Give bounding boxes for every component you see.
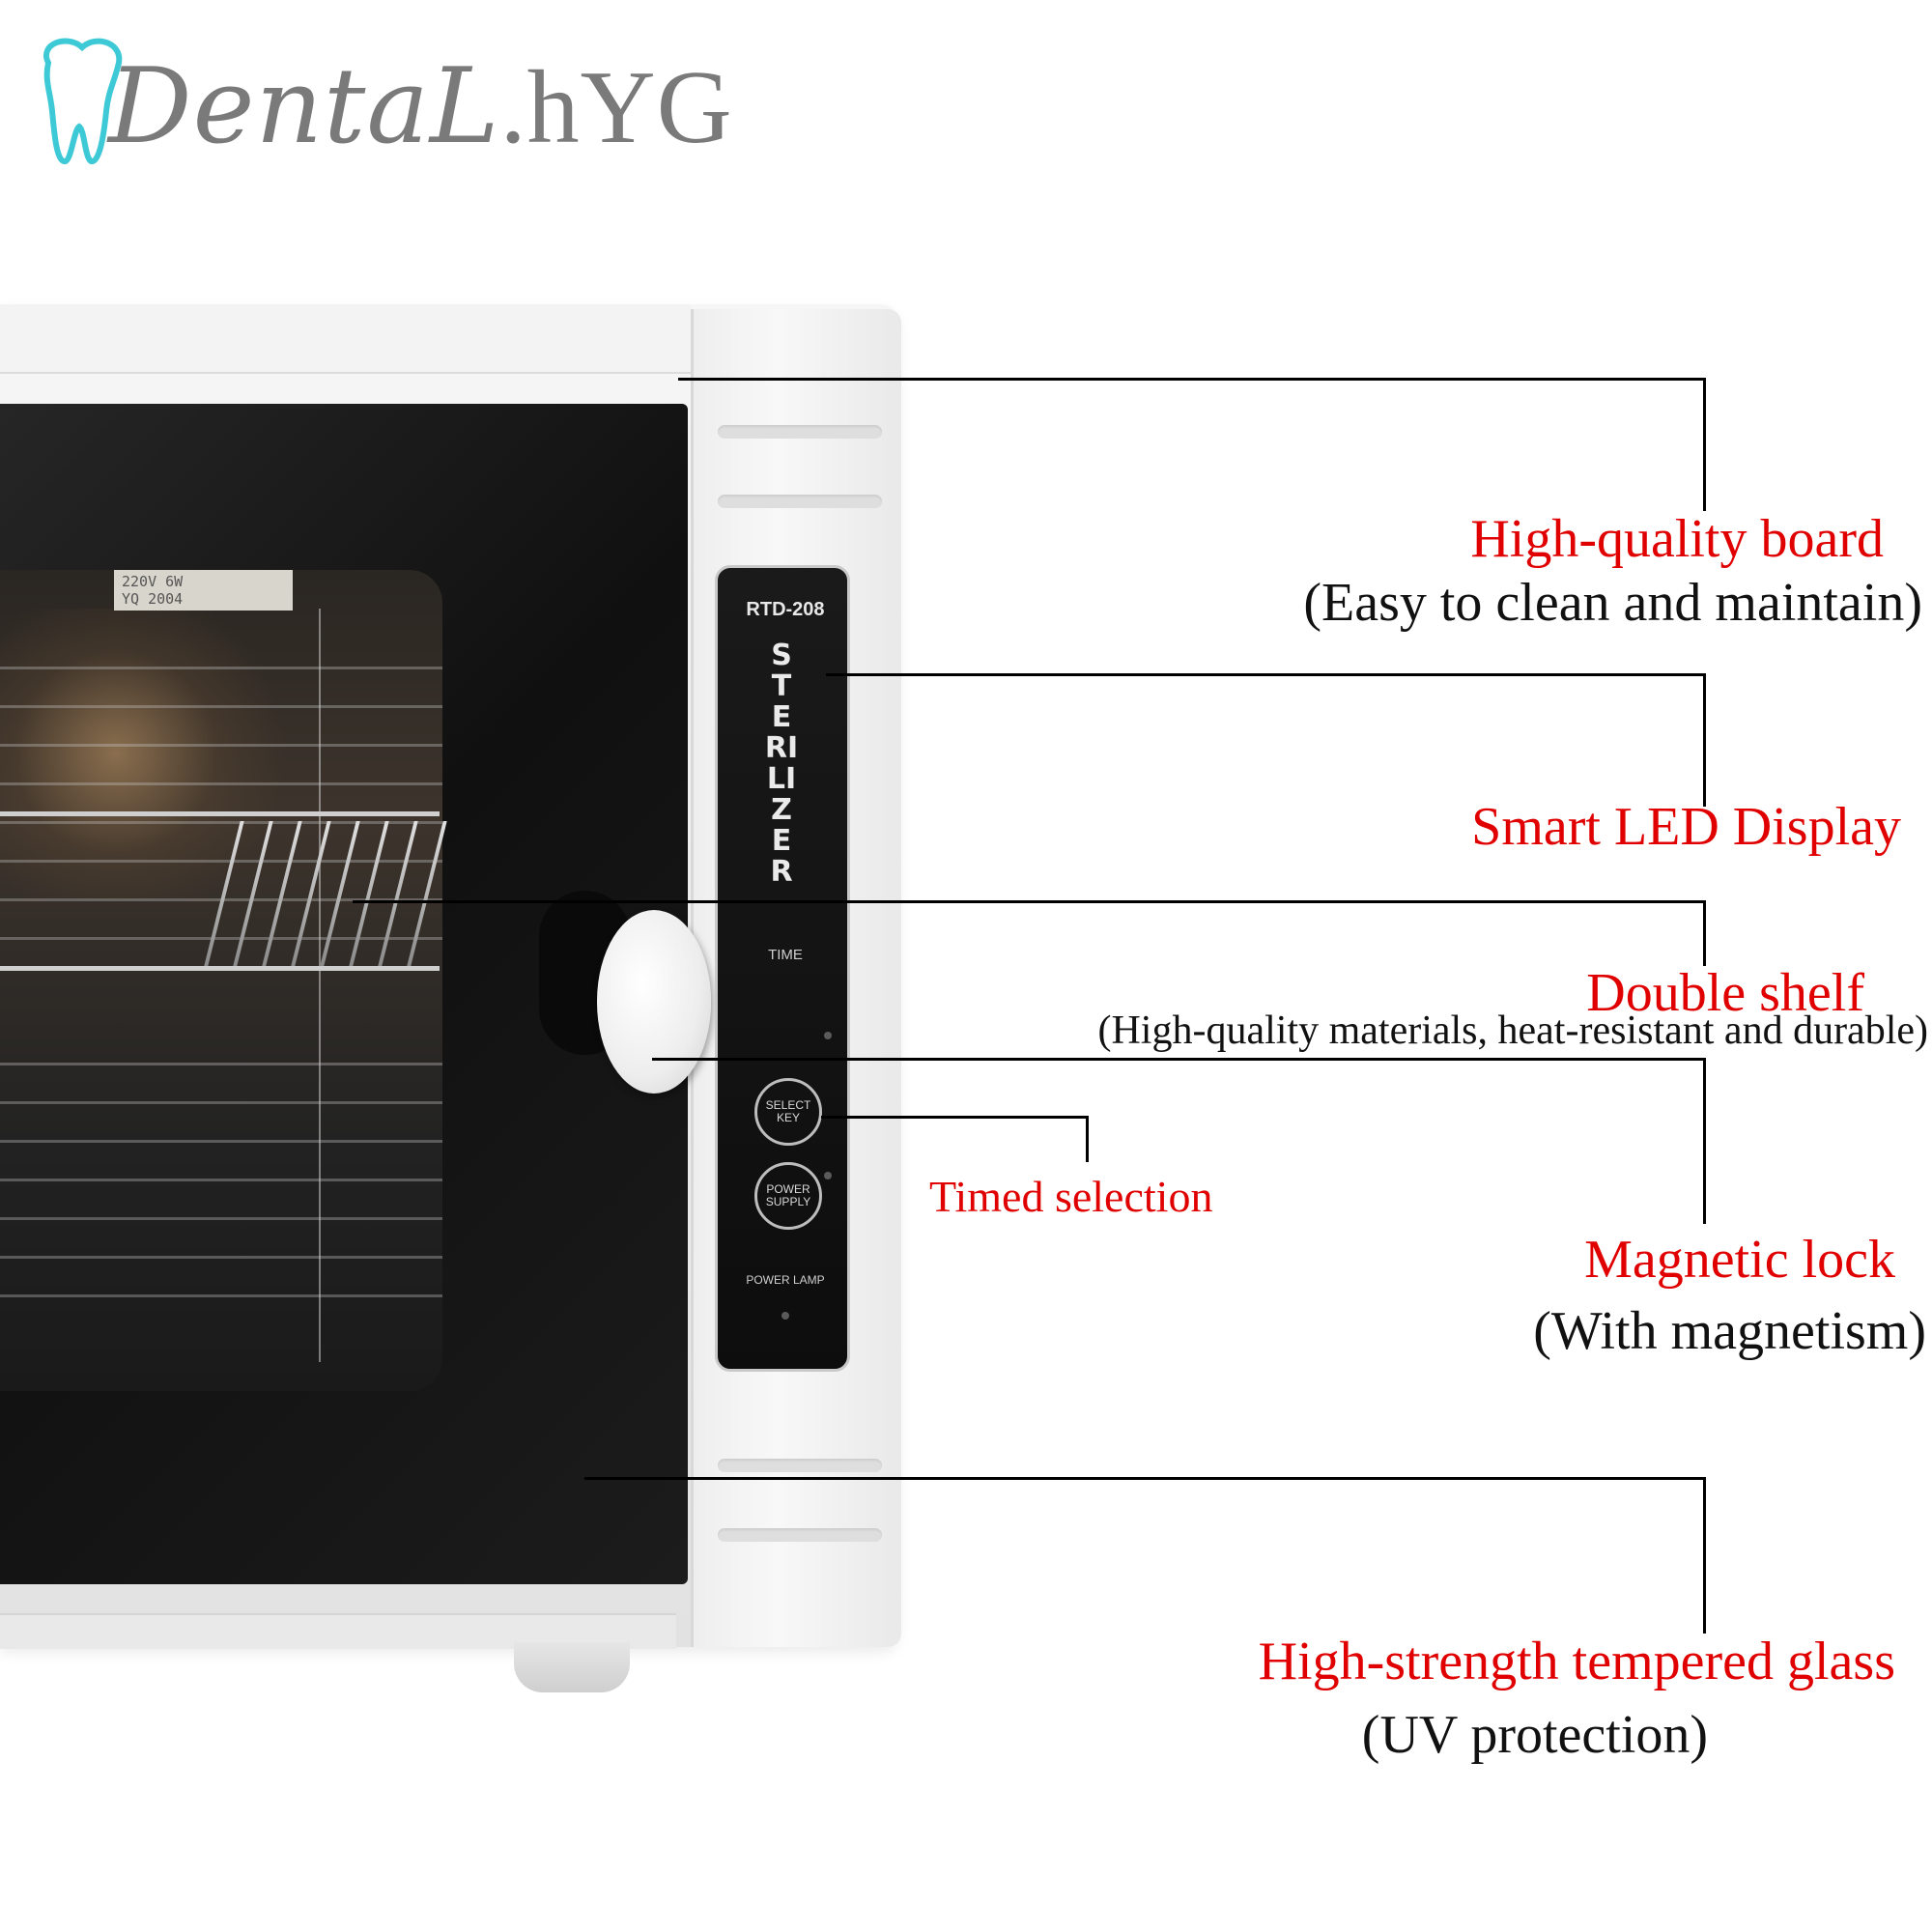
shelf-leader-drop	[1703, 900, 1706, 966]
sterilizer-vertical-label: STERILIZER	[764, 639, 799, 889]
shelf-callout-title: Double shelf	[1586, 963, 1864, 1023]
glass-stripe	[0, 1294, 442, 1297]
glass-stripe	[0, 937, 442, 940]
timed-callout-title: Timed selection	[929, 1172, 1213, 1221]
rack-rail	[0, 966, 440, 971]
select-key-button: SELECT KEY	[754, 1078, 822, 1146]
select-indicator-dot	[824, 1172, 832, 1179]
glass-stripe	[0, 705, 442, 708]
glass-leader-drop	[1703, 1477, 1706, 1634]
led-leader-line	[826, 673, 1706, 676]
led-leader-drop	[1703, 673, 1706, 807]
cabinet-top-board	[0, 304, 691, 374]
glass-stripe	[0, 821, 442, 824]
timed-leader-drop	[1086, 1116, 1089, 1162]
glass-callout-subtitle: (UV protection)	[1361, 1705, 1708, 1765]
power-supply-button: POWER SUPPLY	[754, 1162, 822, 1230]
glass-stripe	[0, 860, 442, 863]
brand-logo: DentaL.hYG	[29, 34, 732, 188]
vent-slot	[718, 1528, 882, 1542]
lock-leader-drop	[1703, 1058, 1706, 1224]
control-panel: RTD-208 STERILIZER TIME SELECT KEY POWER…	[715, 565, 850, 1372]
cabinet-foot	[514, 1642, 630, 1692]
lamp-sticker: 220V 6W YQ 2004	[114, 570, 293, 611]
glass-stripe	[0, 782, 442, 785]
shelf-callout-subtitle: (High-quality materials, heat-resistant …	[1097, 1009, 1928, 1053]
board-leader-drop	[1703, 378, 1706, 511]
glass-callout-title: High-strength tempered glass	[1258, 1632, 1895, 1691]
power-lamp-indicator	[781, 1312, 789, 1320]
board-callout-title: High-quality board	[1470, 509, 1884, 569]
lock-leader-line	[652, 1058, 1706, 1061]
led-callout-title: Smart LED Display	[1471, 797, 1901, 857]
glass-stripe	[0, 1217, 442, 1220]
lamp-sticker-line1: 220V 6W	[122, 573, 184, 590]
window-reflection	[319, 609, 321, 1362]
select-key-label: SELECT KEY	[765, 1098, 811, 1124]
vent-slot	[718, 495, 882, 508]
board-callout-subtitle: (Easy to clean and maintain)	[1303, 573, 1922, 633]
lock-callout-subtitle: (With magnetism)	[1533, 1301, 1926, 1361]
door-window: 220V 6W YQ 2004	[0, 570, 442, 1391]
power-lamp-label: POWER LAMP	[746, 1273, 825, 1287]
glass-stripe	[0, 1063, 442, 1065]
glass-stripe	[0, 1101, 442, 1104]
model-label: RTD-208	[746, 599, 825, 620]
time-label: TIME	[768, 947, 803, 963]
vent-slot	[718, 425, 882, 439]
lamp-sticker-line2: YQ 2004	[122, 590, 184, 608]
lamp-glow	[0, 609, 290, 898]
lock-callout-title: Magnetic lock	[1584, 1230, 1895, 1290]
brand-tail: .hYG	[499, 50, 733, 165]
shelf-leader-line	[353, 900, 1706, 903]
power-supply-label: POWER SUPPLY	[765, 1182, 811, 1208]
rack-rail	[0, 811, 440, 816]
vent-slot	[718, 1459, 882, 1472]
board-leader-line	[678, 378, 1706, 381]
brand-script: DentaL	[108, 46, 500, 167]
glass-stripe	[0, 1140, 442, 1143]
glass-stripe	[0, 744, 442, 747]
timed-leader-line	[821, 1116, 1089, 1119]
glass-stripe	[0, 1256, 442, 1259]
tooth-logo-icon	[43, 38, 123, 164]
glass-stripe	[0, 667, 442, 669]
glass-stripe	[0, 1179, 442, 1181]
glass-leader-line	[584, 1477, 1706, 1480]
brand-wordmark: DentaL.hYG	[108, 55, 733, 160]
double-shelf-rack	[0, 802, 447, 1005]
time-indicator-dot	[824, 1032, 832, 1039]
door-handle-magnetic-lock	[597, 910, 711, 1094]
